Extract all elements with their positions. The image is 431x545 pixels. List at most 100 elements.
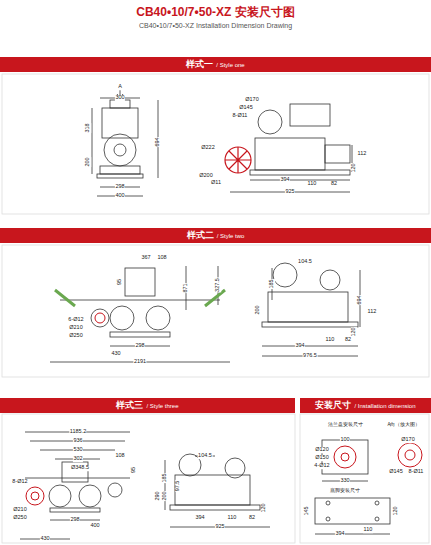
dimension-label: Ø210 bbox=[69, 325, 83, 331]
dimension-label: Ø250 bbox=[13, 515, 27, 521]
dimension-label: 394 bbox=[280, 177, 290, 183]
dimension-label: 110 bbox=[325, 337, 335, 343]
pump-side-view-stroke bbox=[258, 110, 282, 134]
dimension-label: Ø170 bbox=[245, 97, 259, 103]
section-heading: 样式二 bbox=[187, 229, 214, 242]
dimension-label: 2191 bbox=[133, 359, 146, 365]
dimension-label: 318 bbox=[85, 123, 91, 133]
section-heading: 样式一 bbox=[186, 58, 213, 71]
section-heading: 样式三 bbox=[116, 399, 143, 412]
pump-style-three-stroke bbox=[225, 458, 245, 478]
dimension-label: Ø250 bbox=[69, 333, 83, 339]
dimension-label: 327.5 bbox=[215, 278, 221, 293]
dimension-label: Ø11 bbox=[211, 180, 222, 186]
page-subtitle: CB40•10/7•50-XZ Installation Dimension D… bbox=[0, 22, 431, 29]
install-flange bbox=[334, 443, 422, 468]
handwheel-stroke bbox=[225, 147, 251, 173]
dimension-label: 694 bbox=[357, 295, 363, 305]
dimension-label: 120 bbox=[351, 163, 357, 173]
dimension-label: 430 bbox=[111, 351, 121, 357]
dimension-label: 925 bbox=[285, 189, 295, 195]
pump-side-view-stroke bbox=[325, 145, 350, 163]
dimension-label: 200 bbox=[85, 157, 91, 167]
install-detail bbox=[315, 440, 390, 534]
install-detail-stroke bbox=[315, 498, 390, 524]
install-detail-stroke bbox=[326, 501, 330, 505]
install-flange-stroke bbox=[341, 453, 349, 461]
dimension-label: 298 bbox=[70, 517, 80, 523]
pump-style-three-stroke bbox=[165, 460, 166, 510]
pump-front-view-stroke bbox=[102, 108, 138, 138]
dimension-label: Ø145 bbox=[239, 105, 253, 111]
dimension-label: 112 bbox=[367, 309, 377, 315]
view-note: A向（放大图） bbox=[387, 423, 421, 428]
dimension-label: 4-Ø12 bbox=[314, 463, 330, 469]
dimension-label: 82 bbox=[344, 337, 351, 343]
dimension-label: 298 bbox=[135, 343, 145, 349]
panel-frame-stroke bbox=[2, 414, 295, 543]
pump-style-two-stroke bbox=[262, 322, 358, 327]
dimension-label: 110 bbox=[363, 527, 373, 533]
section-subheading: / Style three bbox=[146, 403, 178, 409]
pump-style-two-stroke bbox=[320, 270, 340, 290]
view-note: 底脚安装尺寸 bbox=[330, 489, 361, 494]
dimension-label: 936 bbox=[73, 438, 83, 444]
dimension-label: Ø120 bbox=[315, 447, 329, 453]
pump-front-view-stroke bbox=[114, 144, 126, 156]
dimension-label: 100 bbox=[340, 437, 350, 443]
dimension-label: 185 bbox=[162, 473, 168, 483]
dimension-label: 298 bbox=[115, 184, 125, 190]
dimension-label: 110 bbox=[307, 181, 317, 187]
dimension-label: 6-Ø12 bbox=[68, 317, 84, 323]
dimension-label: 871 bbox=[183, 283, 189, 293]
pump-style-three-stroke bbox=[175, 475, 250, 505]
pump-style-two-stroke bbox=[262, 346, 358, 347]
flange-red-stroke bbox=[31, 492, 39, 500]
pump-style-two-stroke bbox=[268, 292, 348, 322]
dimension-label: 104.5 bbox=[298, 259, 313, 265]
install-detail-stroke bbox=[375, 517, 379, 521]
dimension-label: 110 bbox=[227, 515, 237, 521]
pump-front-view-stroke bbox=[104, 134, 136, 166]
pump-style-two-stroke bbox=[60, 300, 220, 301]
dimension-label: 95 bbox=[131, 466, 137, 473]
dimension-label: 120 bbox=[261, 503, 267, 513]
panel-frame-stroke bbox=[300, 414, 429, 543]
flange-red-stroke bbox=[26, 487, 44, 505]
pump-style-three-stroke bbox=[50, 508, 100, 512]
pump-style-three-stroke bbox=[79, 485, 101, 507]
dimension-label: 108 bbox=[115, 453, 125, 459]
dimension-label: 200 bbox=[255, 305, 261, 315]
dimension-label: A bbox=[118, 84, 123, 90]
install-detail-stroke bbox=[375, 501, 379, 505]
dimension-label: 300 bbox=[115, 95, 125, 101]
pump-style-two bbox=[50, 263, 360, 362]
section-band: 样式三/ Style three bbox=[0, 398, 295, 413]
pump-front-view bbox=[92, 90, 158, 196]
pump-style-two-stroke bbox=[91, 309, 109, 327]
pump-front-view-stroke bbox=[97, 174, 143, 178]
pump-style-two-stroke bbox=[110, 306, 134, 330]
dimension-label: 8-Ø12 bbox=[12, 479, 28, 485]
install-flange-stroke bbox=[398, 443, 422, 467]
pump-front-view-stroke bbox=[110, 100, 130, 108]
section-subheading: / Installation dimension bbox=[354, 403, 415, 409]
pump-style-three-stroke bbox=[49, 485, 71, 507]
dimension-label: Ø222 bbox=[201, 145, 215, 151]
dimension-label: 108 bbox=[157, 255, 167, 261]
install-detail-stroke bbox=[326, 517, 330, 521]
handwheel bbox=[225, 147, 251, 173]
dimension-label: 185 bbox=[269, 279, 275, 289]
dimension-label: 95 bbox=[117, 278, 123, 285]
dimension-label: 925 bbox=[215, 524, 225, 530]
dimension-label: 400 bbox=[115, 193, 125, 199]
pump-style-two-stroke bbox=[110, 332, 170, 337]
flange-red-stroke bbox=[95, 313, 105, 323]
pump-side-view-stroke bbox=[352, 145, 353, 163]
pump-style-three-stroke bbox=[25, 478, 130, 479]
dimension-label: 82 bbox=[248, 515, 255, 521]
pump-style-three-stroke bbox=[108, 483, 122, 497]
pump-side-view-stroke bbox=[250, 170, 350, 175]
dimension-label: 200 bbox=[162, 491, 168, 501]
